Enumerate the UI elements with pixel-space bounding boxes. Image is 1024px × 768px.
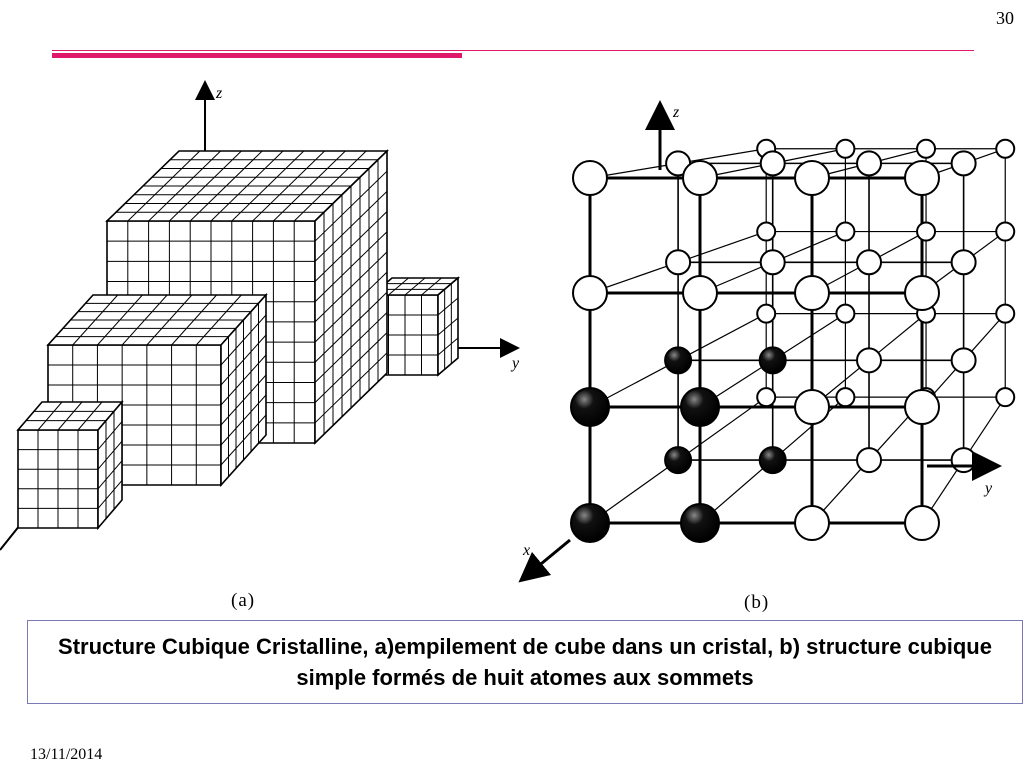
axis-z-label-a: z	[215, 85, 223, 102]
axis-y-label-b: y	[983, 480, 993, 497]
caption-box: Structure Cubique Cristalline, a)empilem…	[27, 620, 1023, 704]
axis-z-label-b: z	[672, 104, 680, 121]
header-rule-thick	[52, 53, 462, 58]
caption-text: Structure Cubique Cristalline, a)empilem…	[58, 634, 992, 690]
axis-x-b	[518, 538, 571, 583]
slide-date: 13/11/2014	[30, 746, 103, 763]
figure-a-label: (a)	[231, 590, 256, 611]
figure-b-label: (b)	[744, 592, 770, 613]
page-number: 30	[996, 8, 1014, 28]
figure-a-cube-stack: z y	[0, 80, 520, 551]
header-rule-thin	[52, 50, 974, 51]
axis-x-a	[0, 524, 21, 551]
lattice-structure	[570, 138, 1016, 543]
axis-x-label-b: x	[522, 542, 530, 559]
cube-blocks	[16, 149, 461, 531]
figure-b-cubic-lattice: z y x	[518, 100, 1016, 583]
axis-y-label-a: y	[510, 355, 520, 372]
